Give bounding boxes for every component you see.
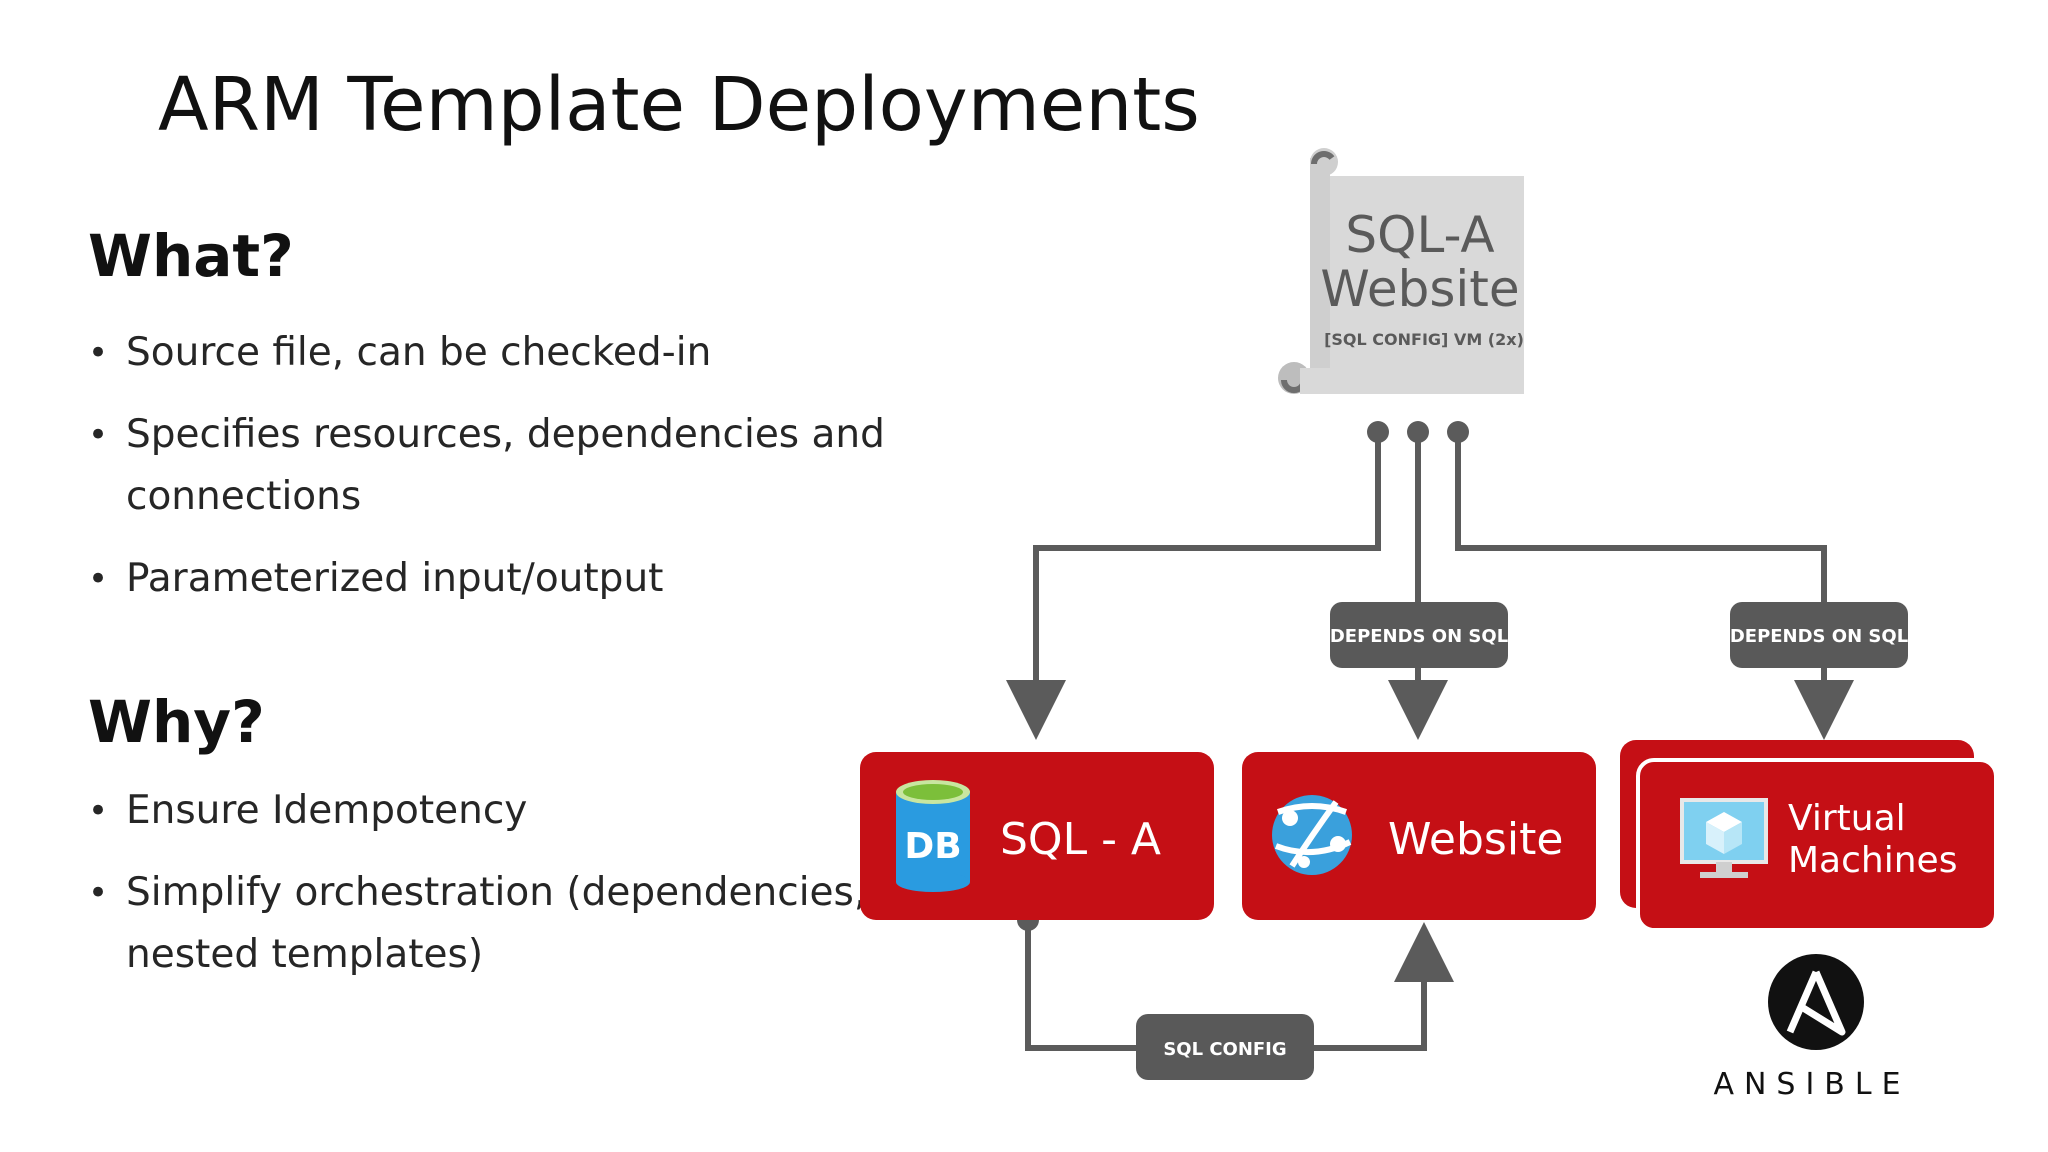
what-heading: What?	[88, 222, 294, 290]
resource-website-box: Website	[1242, 752, 1596, 920]
svg-text:DB: DB	[904, 826, 961, 867]
what-bullet: Parameterized input/output	[88, 548, 886, 610]
resource-website-label: Website	[1388, 814, 1563, 865]
resource-vm-label-line-2: Machines	[1788, 840, 1957, 881]
web-app-globe-icon	[1272, 795, 1352, 875]
what-bullet: Specifies resources, dependencies and co…	[88, 404, 886, 528]
what-bullet: Source file, can be checked-in	[88, 322, 886, 384]
resource-sql-label: SQL - A	[1000, 814, 1161, 865]
badge-website-depends: DEPENDS ON SQL	[1330, 602, 1508, 668]
slide-title: ARM Template Deployments	[158, 62, 1200, 148]
svg-text:SQL CONFIG: SQL CONFIG	[1163, 1039, 1286, 1060]
template-line-2: Website	[1320, 260, 1519, 318]
why-bullet: Simplify orchestration (dependencies, ne…	[88, 862, 876, 986]
resource-vm-label-line-1: Virtual	[1788, 798, 1906, 839]
template-line-3: [SQL CONFIG] VM (2x)	[1324, 330, 1524, 349]
what-bullet-list: Source file, can be checked-in Specifies…	[88, 322, 886, 630]
connectors	[1006, 421, 1854, 1051]
badge-sql-config: SQL CONFIG	[1136, 1014, 1314, 1080]
resource-vm-box: Virtual Machines	[1620, 740, 1998, 932]
template-line-1: SQL-A	[1345, 206, 1494, 264]
template-scroll: SQL-A Website [SQL CONFIG] VM (2x)	[1278, 148, 1524, 394]
why-bullet-list: Ensure Idempotency Simplify orchestratio…	[88, 780, 886, 1006]
ansible-wordmark: ANSIBLE	[1713, 1067, 1910, 1102]
ansible-logo: ANSIBLE	[1713, 954, 1910, 1102]
resource-sql-box: DB SQL - A	[860, 752, 1214, 920]
why-bullet: Ensure Idempotency	[88, 780, 886, 842]
why-heading: Why?	[88, 688, 265, 756]
database-icon: DB	[896, 780, 970, 892]
badge-vm-depends: DEPENDS ON SQL	[1730, 602, 1908, 668]
svg-text:DEPENDS ON SQL: DEPENDS ON SQL	[1730, 626, 1908, 647]
virtual-machine-monitor-icon	[1680, 798, 1768, 878]
svg-text:DEPENDS ON SQL: DEPENDS ON SQL	[1330, 626, 1508, 647]
